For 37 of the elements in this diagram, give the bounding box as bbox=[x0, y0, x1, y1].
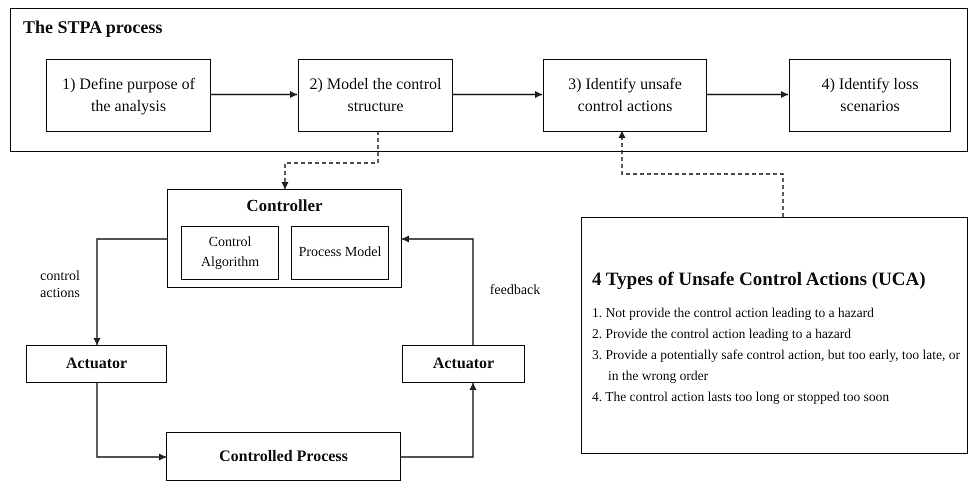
controller-title: Controller bbox=[245, 196, 324, 216]
list-item: 4. The control action lasts too long or stopped too soon bbox=[592, 388, 890, 406]
dashed-arrow bbox=[282, 131, 379, 189]
actuator-box bbox=[26, 345, 167, 383]
actuator-box bbox=[402, 345, 525, 383]
arrow bbox=[402, 236, 474, 345]
box-label: Actuator bbox=[432, 354, 494, 374]
step-box bbox=[543, 59, 707, 132]
dashed-arrow bbox=[618, 131, 784, 217]
box-text: 3) Identify unsafe control actions bbox=[567, 74, 683, 116]
step-box bbox=[789, 59, 951, 132]
box-text: 1) Define purpose of the analysis bbox=[61, 74, 196, 116]
box-label: Controlled Process bbox=[219, 446, 348, 466]
process-box bbox=[166, 432, 401, 481]
component-box bbox=[181, 226, 279, 280]
component-box bbox=[291, 226, 389, 280]
process-band bbox=[10, 8, 968, 152]
box-text: Control Algorithm bbox=[200, 234, 260, 272]
arrow bbox=[706, 91, 788, 98]
arrow bbox=[96, 383, 166, 460]
controller-box bbox=[167, 189, 402, 288]
list-item: 2. Provide the control action leading to a hazard bbox=[592, 325, 852, 343]
arrow bbox=[210, 91, 297, 98]
box-text: 2) Model the control structure bbox=[308, 74, 442, 116]
box-text: 4) Identify loss scenarios bbox=[820, 74, 920, 116]
step-box bbox=[46, 59, 211, 132]
list-item: 1. Not provide the control action leading to a hazard bbox=[592, 304, 875, 322]
step-box bbox=[298, 59, 453, 132]
list-item: 3. Provide a potentially safe control action, but too early, too late, or in the wrong order bbox=[592, 346, 961, 385]
panel-title: The STPA process bbox=[23, 17, 162, 38]
box-label: Actuator bbox=[66, 354, 128, 374]
box-text: Process Model bbox=[298, 244, 382, 262]
arrow bbox=[452, 91, 542, 98]
info-heading: 4 Types of Unsafe Control Actions (UCA) bbox=[592, 268, 927, 292]
arrow bbox=[94, 238, 167, 345]
arrow bbox=[401, 383, 476, 458]
info-box bbox=[581, 217, 968, 454]
